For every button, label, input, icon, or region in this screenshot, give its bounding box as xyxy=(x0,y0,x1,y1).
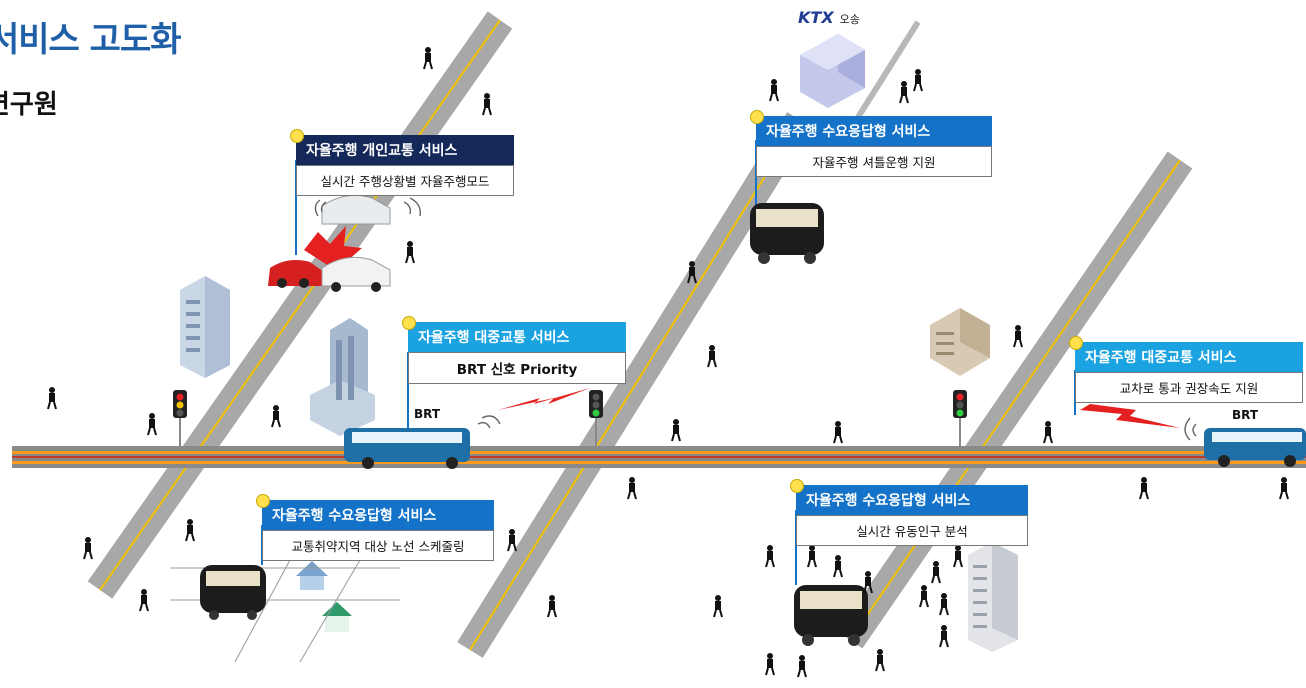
callout-drt-population: 자율주행 수요응답형 서비스 실시간 유동인구 분석 xyxy=(790,479,1028,546)
pedestrian-icon xyxy=(913,69,923,92)
pedestrian-icon xyxy=(1279,477,1289,500)
pedestrian-icon xyxy=(423,47,433,70)
callout-brt-speed: 자율주행 대중교통 서비스 교차로 통과 권장속도 지원 xyxy=(1069,336,1303,403)
traffic-light-right xyxy=(953,390,967,446)
callout-header: 자율주행 개인교통 서비스 xyxy=(296,135,514,165)
callout-body: 자율주행 셔틀운행 지원 xyxy=(756,146,992,177)
callout-header: 자율주행 대중교통 서비스 xyxy=(1075,342,1303,372)
ktx-logo: KTX xyxy=(798,8,834,27)
autonomous-shuttle-bottom xyxy=(794,585,868,646)
pedestrian-icon xyxy=(765,545,775,568)
traffic-light-center xyxy=(589,390,603,446)
callout-body: 실시간 유동인구 분석 xyxy=(796,515,1028,546)
pedestrian-icon xyxy=(953,545,963,568)
diagonal-roads xyxy=(87,11,1193,658)
pedestrian-icon xyxy=(833,555,843,578)
callout-pin xyxy=(290,129,304,143)
signal-bolt-right xyxy=(1080,404,1180,428)
pedestrian-icon xyxy=(83,537,93,560)
callout-personal-transport: 자율주행 개인교통 서비스 실시간 주행상황별 자율주행모드 xyxy=(290,129,514,196)
pedestrian-icon xyxy=(807,545,817,568)
callout-brt-priority: 자율주행 대중교통 서비스 BRT 신호 Priority xyxy=(402,316,626,384)
brt-label-center: BRT xyxy=(414,407,441,421)
callout-header: 자율주행 수요응답형 서비스 xyxy=(796,485,1028,515)
pedestrian-icon xyxy=(1013,325,1023,348)
callout-drt-scheduling: 자율주행 수요응답형 서비스 교통취약지역 대상 노선 스케줄링 xyxy=(256,494,494,561)
callout-pin xyxy=(790,479,804,493)
pedestrian-icon xyxy=(147,413,157,436)
pedestrians xyxy=(47,47,1289,678)
pedestrian-icon xyxy=(547,595,557,618)
pedestrian-icon xyxy=(713,595,723,618)
callout-pin xyxy=(750,110,764,124)
pedestrian-icon xyxy=(185,519,195,542)
callout-pin xyxy=(1069,336,1083,350)
pedestrian-icon xyxy=(507,529,517,552)
pedestrian-icon xyxy=(1043,421,1053,444)
pedestrian-icon xyxy=(627,477,637,500)
pedestrian-icon xyxy=(875,649,885,672)
pedestrian-icon xyxy=(687,261,697,284)
callout-pin xyxy=(402,316,416,330)
pedestrian-icon xyxy=(833,421,843,444)
pedestrian-icon xyxy=(899,81,909,104)
ktx-station-name: 오송 xyxy=(839,13,860,26)
pedestrian-icon xyxy=(769,79,779,102)
autonomous-shuttle-left xyxy=(200,565,266,620)
pedestrian-icon xyxy=(919,585,929,608)
building-skyscraper-center xyxy=(310,318,375,436)
pedestrian-icon xyxy=(863,571,873,594)
page-title: 서비스 고도화 xyxy=(0,20,182,60)
ktx-station-label: KTX 오송 xyxy=(798,8,860,27)
building-office-right xyxy=(930,308,990,376)
callout-drt-shuttle: 자율주행 수요응답형 서비스 자율주행 셔틀운행 지원 xyxy=(750,110,992,177)
pedestrian-icon xyxy=(939,625,949,648)
building-tower-left xyxy=(180,276,230,378)
road-diagonal-3 xyxy=(837,151,1193,649)
pedestrian-icon xyxy=(939,593,949,616)
traffic-light-left xyxy=(173,390,187,446)
pedestrian-icon xyxy=(47,387,57,410)
autonomous-shuttle-top xyxy=(750,203,824,264)
building-ktx-station xyxy=(800,34,865,108)
road-to-ktx xyxy=(847,20,921,132)
pedestrian-icon xyxy=(707,345,717,368)
brt-bus-right xyxy=(1184,417,1306,467)
pedestrian-icon xyxy=(271,405,281,428)
pedestrian-icon xyxy=(405,241,415,264)
signal-bolt-center xyxy=(498,388,590,410)
pedestrian-icon xyxy=(1139,477,1149,500)
brt-label-right: BRT xyxy=(1232,408,1259,422)
building-apartment-bottom xyxy=(968,542,1018,652)
callout-header: 자율주행 대중교통 서비스 xyxy=(408,322,626,352)
callout-body: BRT 신호 Priority xyxy=(408,352,626,384)
pedestrian-icon xyxy=(931,561,941,584)
pedestrian-icon xyxy=(139,589,149,612)
callout-header: 자율주행 수요응답형 서비스 xyxy=(756,116,992,146)
autonomous-cars-crash xyxy=(268,194,421,292)
callout-body: 교차로 통과 권장속도 지원 xyxy=(1075,372,1303,403)
road-diagonal-1 xyxy=(87,11,513,599)
callout-header: 자율주행 수요응답형 서비스 xyxy=(262,500,494,530)
pedestrian-icon xyxy=(797,655,807,678)
callout-pin xyxy=(256,494,270,508)
callout-body: 교통취약지역 대상 노선 스케줄링 xyxy=(262,530,494,561)
main-horizontal-road xyxy=(12,446,1306,468)
page-subtitle: 연구원 xyxy=(0,90,58,120)
brt-bus-center xyxy=(344,415,501,469)
pedestrian-icon xyxy=(765,653,775,676)
pedestrian-icon xyxy=(482,93,492,116)
callout-body: 실시간 주행상황별 자율주행모드 xyxy=(296,165,514,196)
pedestrian-icon xyxy=(671,419,681,442)
road-diagonal-2 xyxy=(457,112,813,658)
